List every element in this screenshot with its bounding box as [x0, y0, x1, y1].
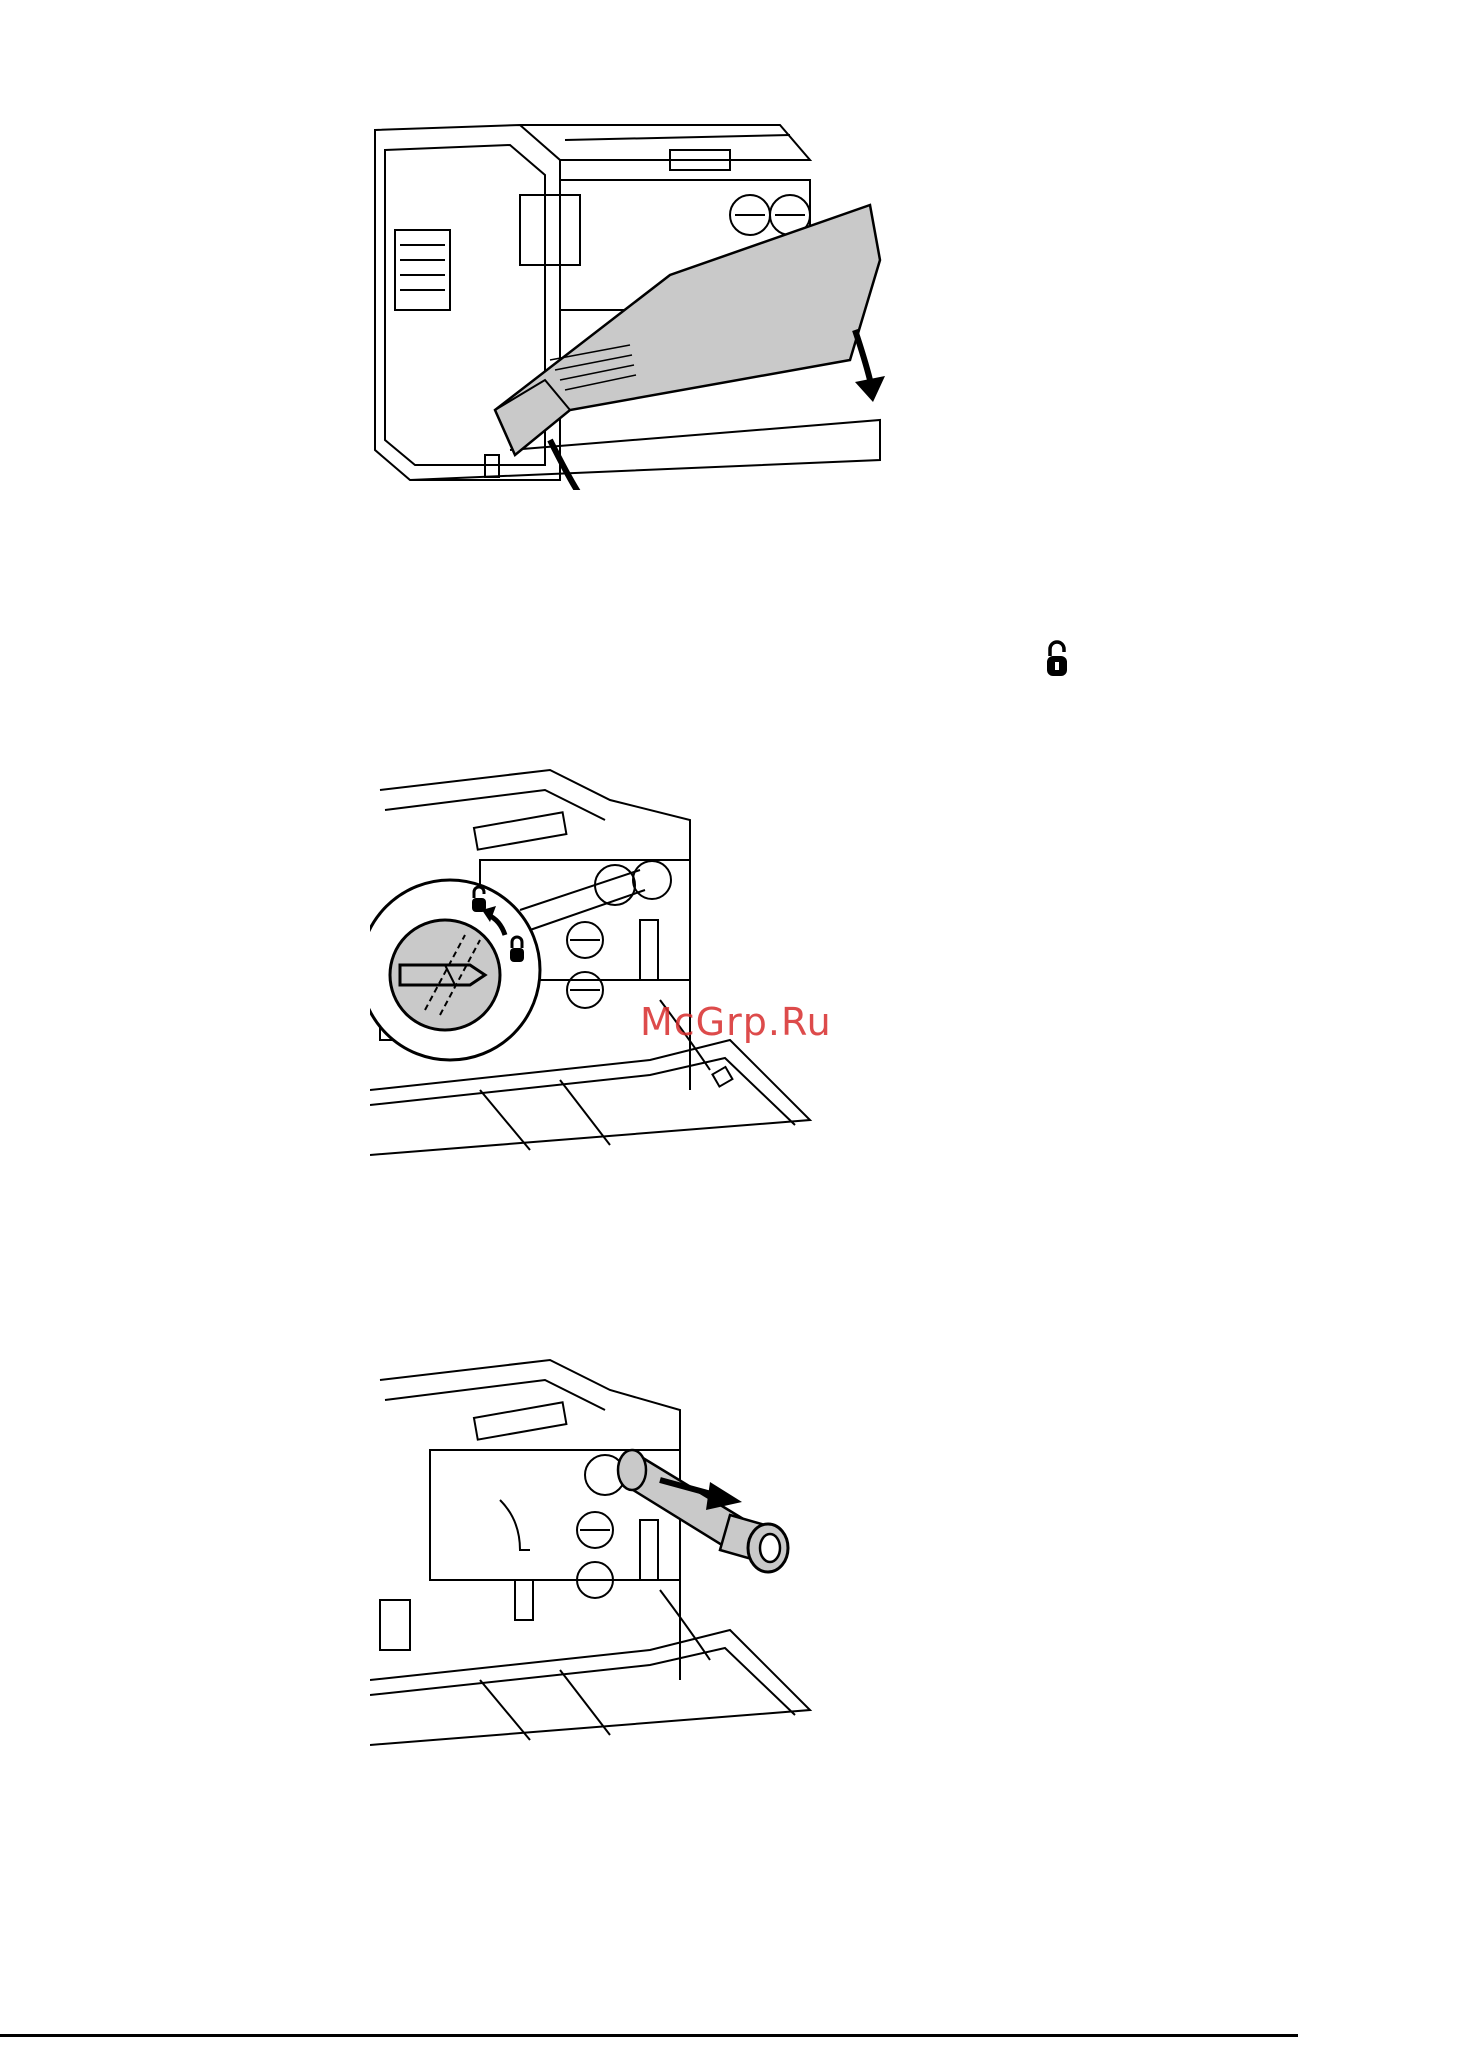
figure-remove-toner-cartridge	[370, 1350, 820, 1750]
illustration-printer-cover	[370, 120, 890, 490]
arrow-down-icon	[855, 330, 870, 380]
arrow-down-icon	[550, 440, 580, 490]
figure-unlock-toner-cartridge	[370, 760, 820, 1160]
illustration-toner-removal	[370, 1350, 820, 1750]
unlock-icon	[1045, 640, 1069, 684]
watermark: McGrp.Ru	[640, 1000, 832, 1044]
illustration-toner-lock	[370, 760, 820, 1160]
figure-open-front-cover	[370, 120, 890, 490]
footer-rule	[0, 2034, 1298, 2037]
